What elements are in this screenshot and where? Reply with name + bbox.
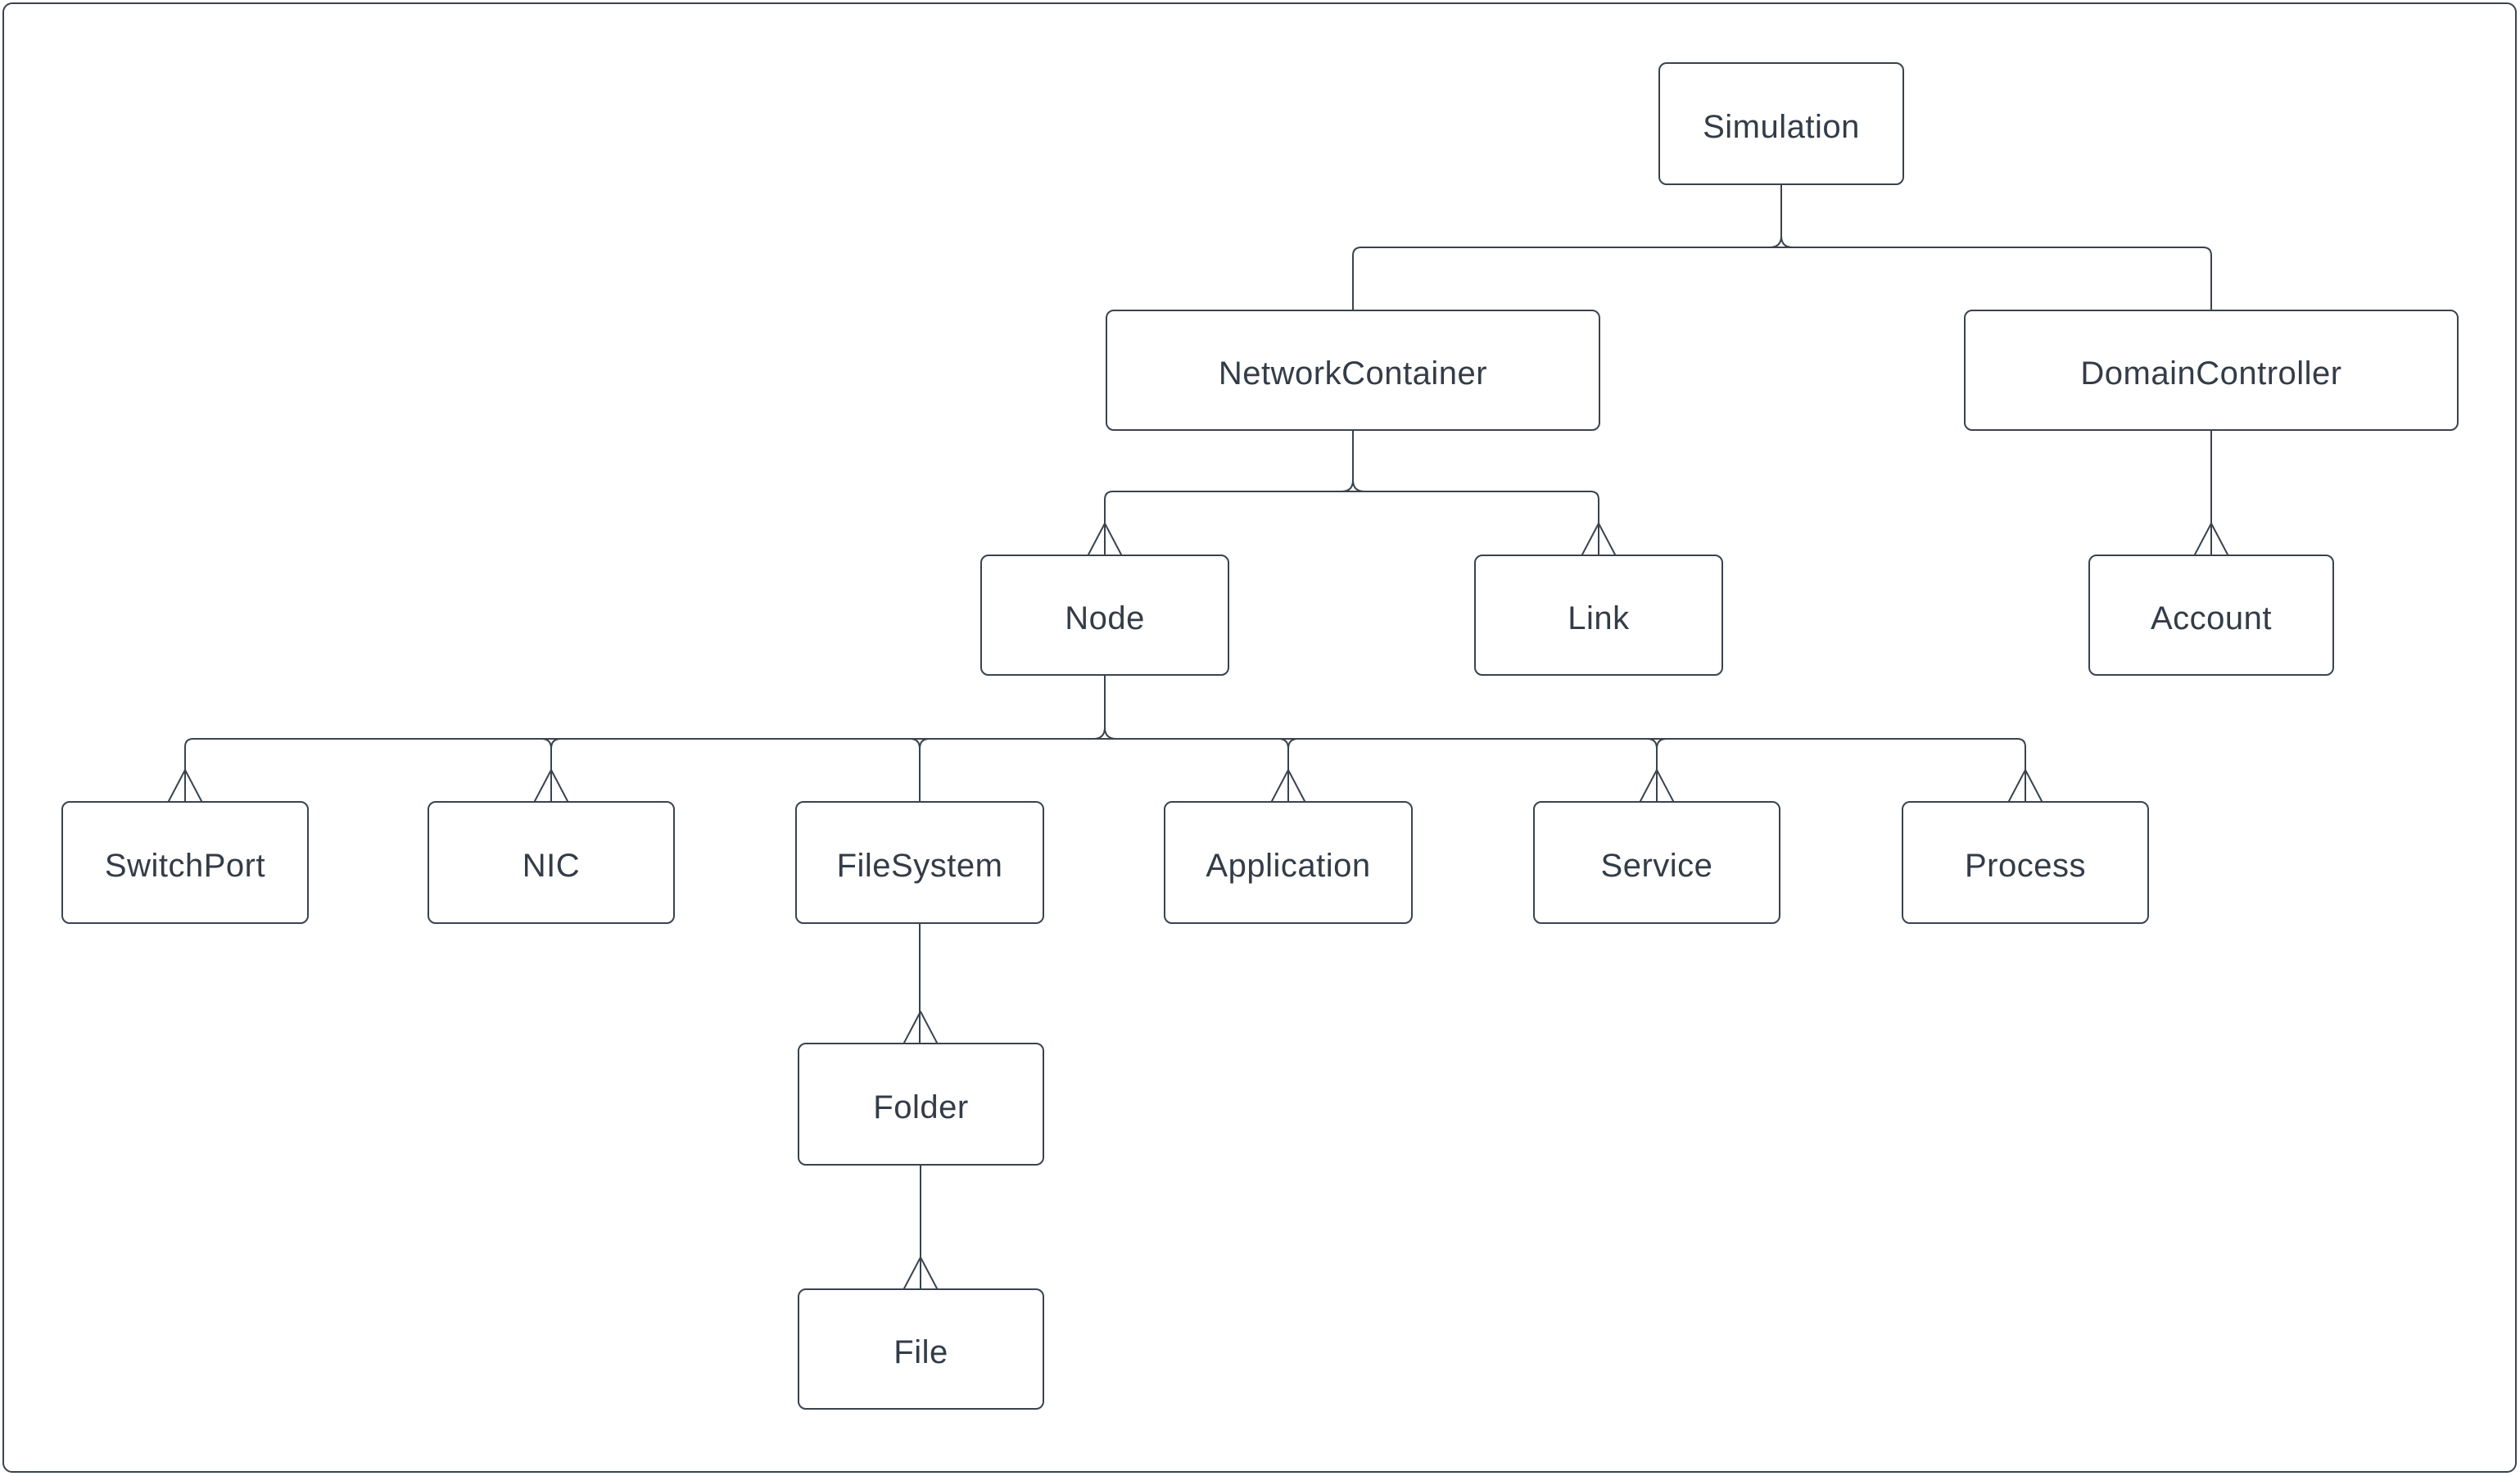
node-switchport-label: SwitchPort [104, 847, 266, 884]
node-application-label: Application [1206, 847, 1371, 884]
edge-node-nic [541, 738, 562, 802]
node-folder-label: Folder [873, 1089, 969, 1125]
node-simulation[interactable]: Simulation [1658, 62, 1904, 185]
node-networkcontainer[interactable]: NetworkContainer [1106, 310, 1600, 431]
node-filesystem-label: FileSystem [836, 847, 1003, 884]
edge-node-children-rail [184, 738, 2026, 802]
node-application[interactable]: Application [1164, 801, 1413, 924]
node-domaincontroller-label: DomainController [2080, 355, 2342, 392]
node-simulation-label: Simulation [1703, 108, 1860, 145]
node-account[interactable]: Account [2088, 555, 2334, 676]
node-process[interactable]: Process [1902, 801, 2149, 924]
arrowhead-process [2008, 769, 2043, 802]
node-link-label: Link [1568, 600, 1630, 636]
node-nic[interactable]: NIC [428, 801, 675, 924]
node-switchport[interactable]: SwitchPort [61, 801, 309, 924]
node-filesystem[interactable]: FileSystem [795, 801, 1044, 924]
node-node-label: Node [1065, 600, 1145, 636]
node-link[interactable]: Link [1474, 555, 1723, 676]
edge-node-application [1278, 738, 1299, 802]
node-domaincontroller[interactable]: DomainController [1964, 310, 2459, 431]
node-account-label: Account [2150, 600, 2273, 636]
edge-networkcontainer-drop [1341, 430, 1365, 492]
edge-simulation-networkcontainer-domaincontroller-rail [1352, 247, 2212, 310]
node-process-label: Process [1965, 847, 2086, 884]
edge-node-drop [1093, 675, 1117, 740]
arrowhead-nic [534, 769, 568, 802]
arrowhead-application [1271, 769, 1305, 802]
arrowhead-node [1088, 523, 1122, 555]
node-service[interactable]: Service [1533, 801, 1780, 924]
edge-networkcontainer-node-link-rail [1104, 491, 1599, 555]
node-networkcontainer-label: NetworkContainer [1218, 355, 1488, 392]
arrowhead-folder [903, 1011, 938, 1044]
node-node[interactable]: Node [980, 555, 1229, 676]
edge-node-filesystem [909, 738, 930, 802]
arrowhead-account [2194, 523, 2228, 555]
edge-simulation-drop [1769, 184, 1794, 248]
arrowhead-link [1581, 523, 1616, 555]
node-file-label: File [894, 1333, 948, 1370]
node-folder[interactable]: Folder [798, 1043, 1044, 1166]
arrowhead-file [903, 1256, 938, 1289]
node-file[interactable]: File [798, 1288, 1044, 1410]
arrowhead-service [1640, 769, 1674, 802]
node-service-label: Service [1600, 847, 1713, 884]
node-nic-label: NIC [522, 847, 581, 884]
edge-node-service [1646, 738, 1667, 802]
arrowhead-switchport [168, 769, 202, 802]
